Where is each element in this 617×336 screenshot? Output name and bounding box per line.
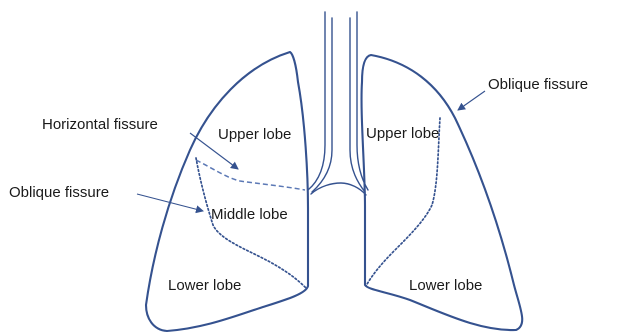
trachea-outer-left-wall (308, 12, 325, 190)
horizontal-fissure-line (196, 160, 305, 190)
left-upper-lobe-label: Upper lobe (366, 125, 439, 142)
oblique-fissure-right-pointer (458, 91, 485, 110)
trachea (308, 12, 368, 195)
left-oblique-fissure-line (366, 118, 440, 286)
horizontal-fissure-label: Horizontal fissure (42, 116, 158, 133)
right-middle-lobe-label: Middle lobe (211, 206, 288, 223)
right-upper-lobe-label: Upper lobe (218, 126, 291, 143)
oblique-fissure-right-label: Oblique fissure (488, 76, 588, 93)
oblique-fissure-left-label: Oblique fissure (9, 184, 109, 201)
right-oblique-fissure-line (196, 158, 306, 288)
right-lower-lobe-label: Lower lobe (168, 277, 241, 294)
oblique-fissure-left-pointer (137, 194, 203, 211)
left-lower-lobe-label: Lower lobe (409, 277, 482, 294)
